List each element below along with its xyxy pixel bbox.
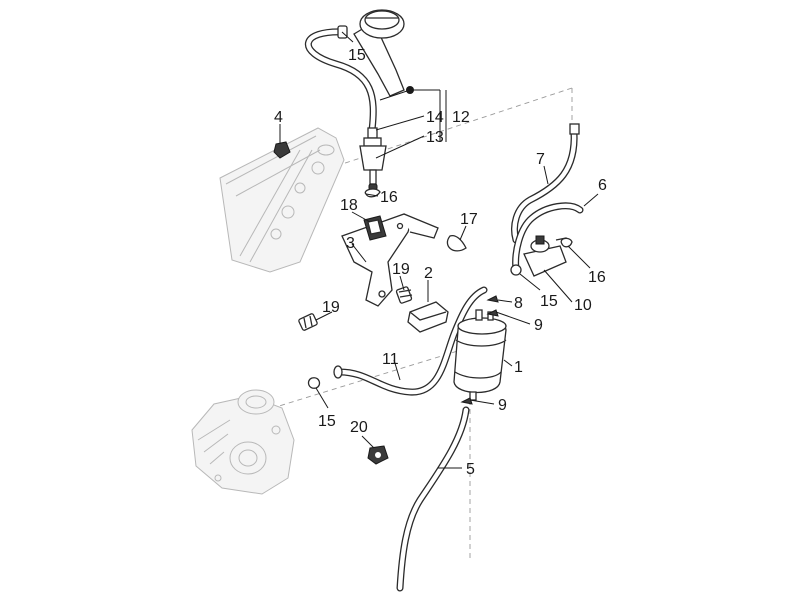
callout-9-lower: 9: [498, 397, 507, 414]
hose-canister-to-throttle: [333, 286, 488, 396]
callout-11: 11: [382, 351, 399, 368]
vent-hose-upper: [304, 28, 377, 134]
purge-valve: [523, 235, 569, 277]
callout-15-lower: 15: [318, 413, 336, 430]
callout-2: 2: [424, 265, 433, 282]
vent-hose-7: [511, 123, 580, 244]
callout-15-valve: 15: [540, 293, 558, 310]
callout-1: 1: [514, 359, 523, 376]
canister-strap: [407, 301, 449, 333]
callout-18: 18: [340, 197, 358, 214]
clip-9-upper: [486, 309, 499, 317]
callout-16-valve: 16: [588, 269, 606, 286]
clip-9-lower: [460, 397, 473, 405]
callout-3: 3: [346, 235, 355, 252]
callout-19-left: 19: [322, 299, 340, 316]
callout-7: 7: [536, 151, 545, 168]
callout-9-upper: 9: [534, 317, 543, 334]
vent-hose-6: [512, 202, 584, 274]
bracket-clip: [363, 215, 387, 241]
nut-20: [367, 445, 389, 465]
callout-6: 6: [598, 177, 607, 194]
drain-hose: [396, 406, 470, 592]
callout-12: 12: [452, 109, 470, 126]
screw-left: [298, 313, 318, 331]
callout-10: 10: [574, 297, 592, 314]
clip-8: [486, 295, 499, 303]
callout-labels: 1 2 3 4 5 6 7 8 9 9 10 11 12 13 14 15 15…: [274, 47, 607, 478]
callout-8: 8: [514, 295, 523, 312]
callout-16-upper: 16: [380, 189, 398, 206]
callout-17: 17: [460, 211, 478, 228]
frame-section: [219, 127, 345, 273]
charcoal-canister: [453, 309, 507, 401]
callout-14: 14: [426, 109, 444, 126]
callout-20: 20: [350, 419, 368, 436]
band-clamp: [446, 234, 467, 252]
screw-upper: [395, 286, 413, 304]
clamp-valve: [560, 237, 573, 248]
hose-clip-lower: [307, 377, 321, 389]
vent-valve: [359, 127, 387, 191]
bolt-4: [273, 141, 291, 159]
engine-throttle-body: [191, 389, 295, 495]
callout-4: 4: [274, 109, 283, 126]
callout-5: 5: [466, 461, 475, 478]
canister-bracket: [341, 213, 439, 307]
leader-bullet: [406, 86, 414, 94]
fuel-filler-neck: [353, 9, 405, 97]
callout-15-top: 15: [348, 47, 366, 64]
callout-13: 13: [426, 129, 444, 146]
callout-19-upper: 19: [392, 261, 410, 278]
hose-clip-valve: [510, 264, 522, 276]
